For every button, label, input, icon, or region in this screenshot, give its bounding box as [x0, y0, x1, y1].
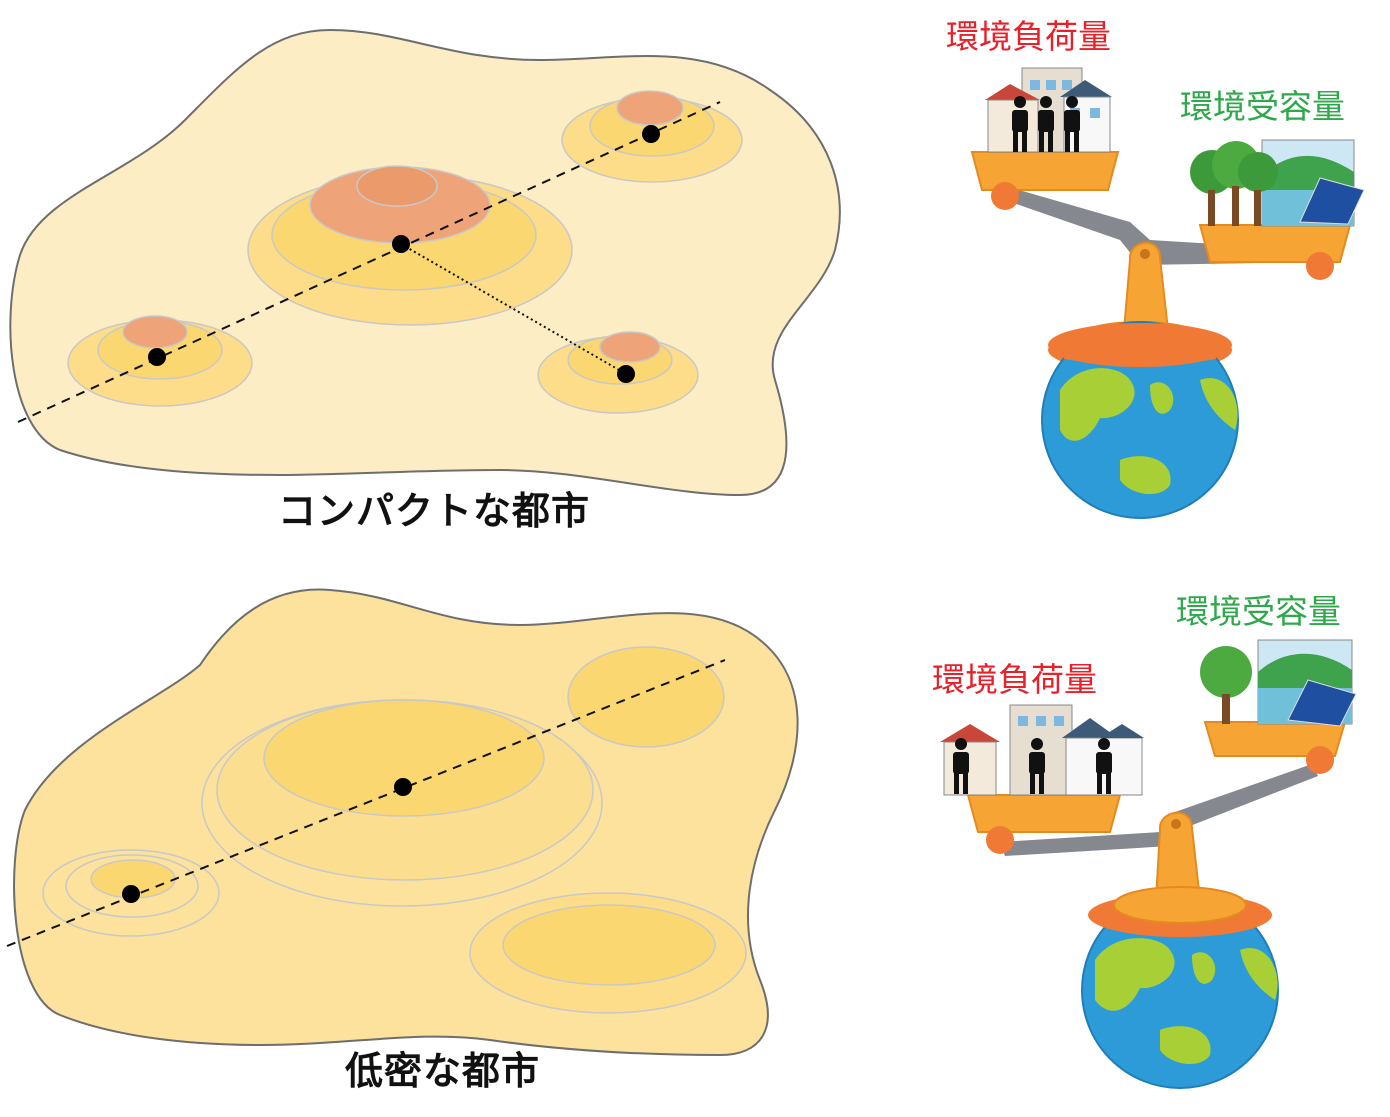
nature-and-solar-icon [1190, 139, 1365, 227]
sparse-city-caption: 低密な都市 [345, 1049, 541, 1093]
center-node [392, 235, 410, 253]
transit-line [17, 101, 721, 423]
load-label-bottom: 環境負荷量 [932, 660, 1097, 699]
balance-scale-icon [966, 721, 1347, 901]
earth-globe-icon [1081, 886, 1279, 1089]
hub-node [122, 885, 140, 903]
houses-with-people-icon [940, 704, 1144, 796]
sparse-city-map [6, 588, 799, 1057]
nature-and-solar-icon [1200, 639, 1357, 727]
branch-line [400, 243, 627, 375]
earth-globe-icon [1041, 321, 1239, 519]
hub-node [642, 125, 660, 143]
load-label-top: 環境負荷量 [946, 17, 1111, 56]
center-node [394, 778, 412, 796]
compact-city-map [9, 28, 841, 497]
hub-node [148, 348, 166, 366]
capacity-label-bottom: 環境受容量 [1176, 592, 1341, 631]
hub-node [617, 365, 635, 383]
compact-city-caption: コンパクトな都市 [278, 489, 591, 533]
houses-with-people-icon [985, 67, 1112, 153]
capacity-label-top: 環境受容量 [1180, 87, 1345, 126]
